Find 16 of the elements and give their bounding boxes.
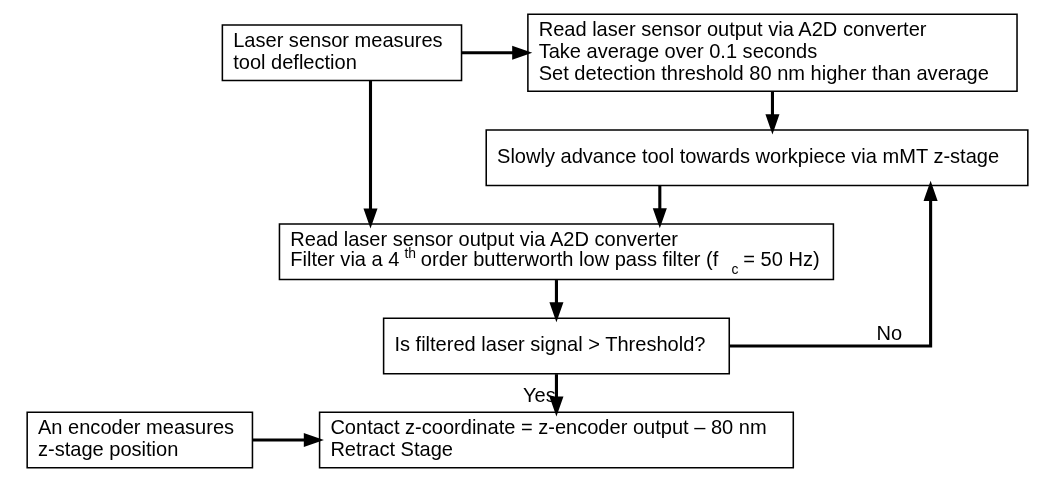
node-box: An encoder measures z-stage position	[26, 411, 254, 469]
arrow	[765, 91, 780, 135]
node-box: Contact z-coordinate = z-encoder output – 80 nm Retract Stage	[318, 411, 795, 469]
arrow	[461, 45, 533, 60]
node-box: Read laser sensor output via A2D converter Filter via a 4$^{th}$ order butterworth low pass filter (f$_{c}$ = 50 Hz)	[278, 223, 835, 281]
arrow	[252, 433, 324, 448]
arrow	[363, 80, 378, 229]
arrow	[549, 374, 564, 417]
node-box: Laser sensor measures tool deflection	[221, 24, 463, 82]
node-box: Slowly advance tool towards workpiece via mMT z-stage	[485, 129, 1029, 187]
edge-label: No	[876, 322, 903, 345]
arrow	[549, 280, 564, 323]
node-box: Read laser sensor output via A2D converter Take average over 0.1 seconds Set detection threshold 80 nm higher than average	[527, 13, 1018, 93]
arrow	[729, 180, 938, 348]
node-box: Is filtered laser signal > Threshold?	[382, 317, 730, 375]
arrow	[652, 185, 667, 229]
